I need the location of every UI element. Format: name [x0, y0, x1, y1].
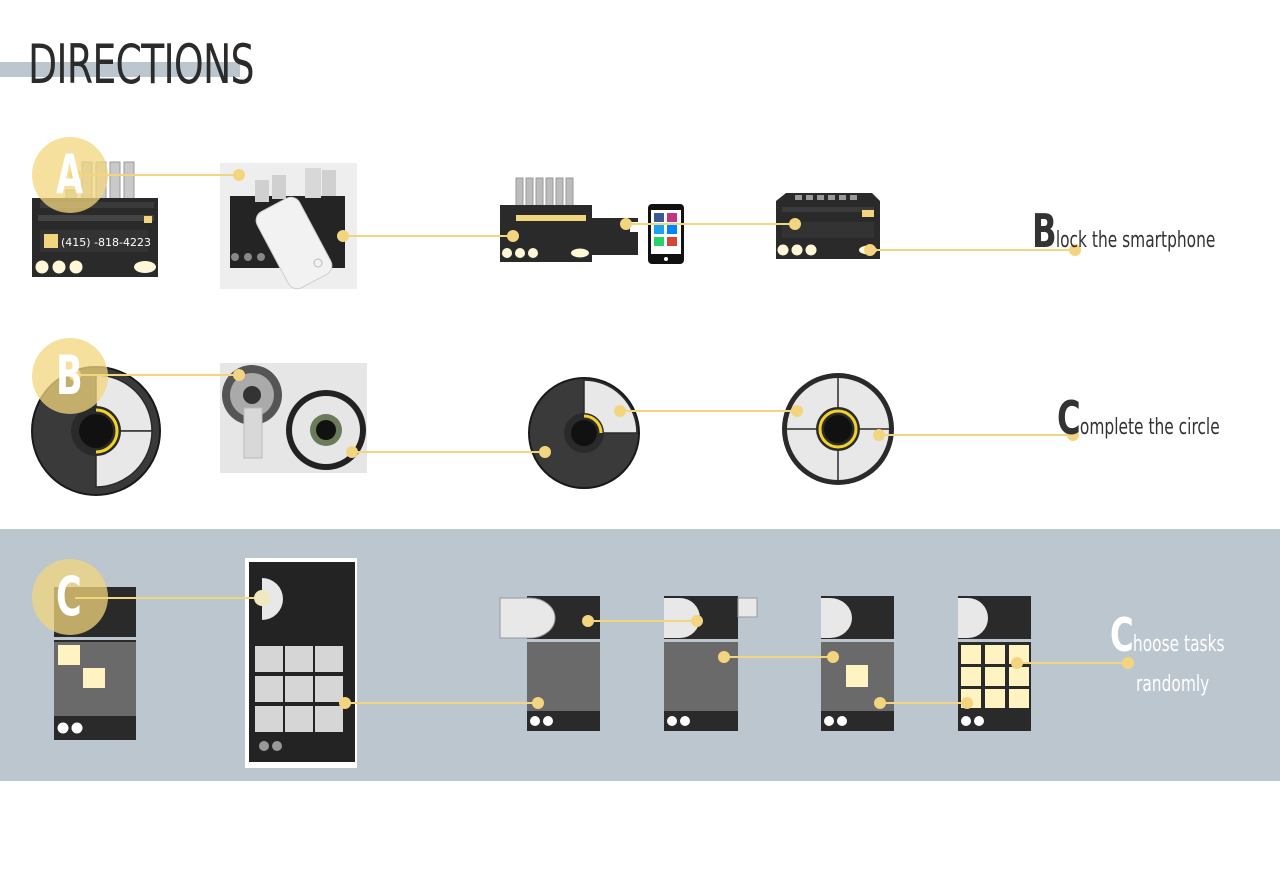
smartphone-with-apps — [648, 204, 684, 264]
device-c3-task-box — [664, 596, 758, 731]
step-b-caption-initial: C — [1057, 391, 1081, 445]
device-a1-tally-box: (415) -818-4223 — [32, 161, 158, 277]
device-c4-task-box — [821, 596, 894, 731]
step-b-connectors — [75, 374, 1073, 453]
step-c-anchor-dots — [254, 590, 1134, 709]
step-a-row: (415) -818-4223 — [32, 161, 1081, 290]
step-b-row — [31, 363, 1079, 496]
phone-number: (415) -818-4223 — [61, 236, 151, 249]
step-a-caption-rest: lock the smartphone — [1055, 228, 1216, 253]
device-b2-progress-wheel-quarter — [528, 377, 640, 489]
step-c-caption-rest: hoose tasks — [1132, 632, 1225, 657]
step-a-letter: A — [56, 143, 84, 206]
device-a-photo — [220, 163, 357, 290]
device-b-photo — [220, 363, 367, 473]
twitter-icon — [654, 225, 664, 234]
instagram-icon — [667, 213, 677, 222]
step-b-letter: B — [56, 344, 83, 407]
step-a-badge — [32, 137, 108, 213]
gmail-icon — [667, 237, 677, 246]
step-c-caption-line2: randomly — [1136, 672, 1210, 697]
step-a-caption: Block the smartphone — [1032, 208, 1215, 254]
step-b-anchor-dots — [69, 369, 1079, 458]
step-c-caption-initial: C — [1110, 608, 1134, 662]
title-underline-bar — [0, 62, 240, 77]
device-a3-tally-box-locked — [776, 193, 880, 259]
step-b-caption-rest: omplete the circle — [1079, 415, 1220, 440]
step-c-badge — [32, 559, 108, 635]
step-c-background-band — [0, 529, 1280, 781]
step-c-caption: Choose tasks — [1110, 612, 1225, 658]
messenger-icon — [667, 225, 677, 234]
whatsapp-icon — [654, 237, 664, 246]
step-c-letter: C — [56, 565, 82, 628]
step-a-caption-initial: B — [1032, 204, 1057, 258]
step-b-badge — [32, 338, 108, 414]
device-b3-progress-wheel-complete — [782, 373, 894, 485]
facebook-icon — [654, 213, 664, 222]
device-c-photo — [245, 558, 357, 768]
phone-icon — [44, 234, 58, 248]
step-c-row — [54, 558, 1134, 768]
step-badges — [32, 137, 108, 635]
page-title: DIRECTIONS — [28, 33, 255, 96]
step-b-caption: Complete the circle — [1057, 395, 1220, 441]
device-a2-tally-box-with-phone-slot — [500, 177, 638, 262]
